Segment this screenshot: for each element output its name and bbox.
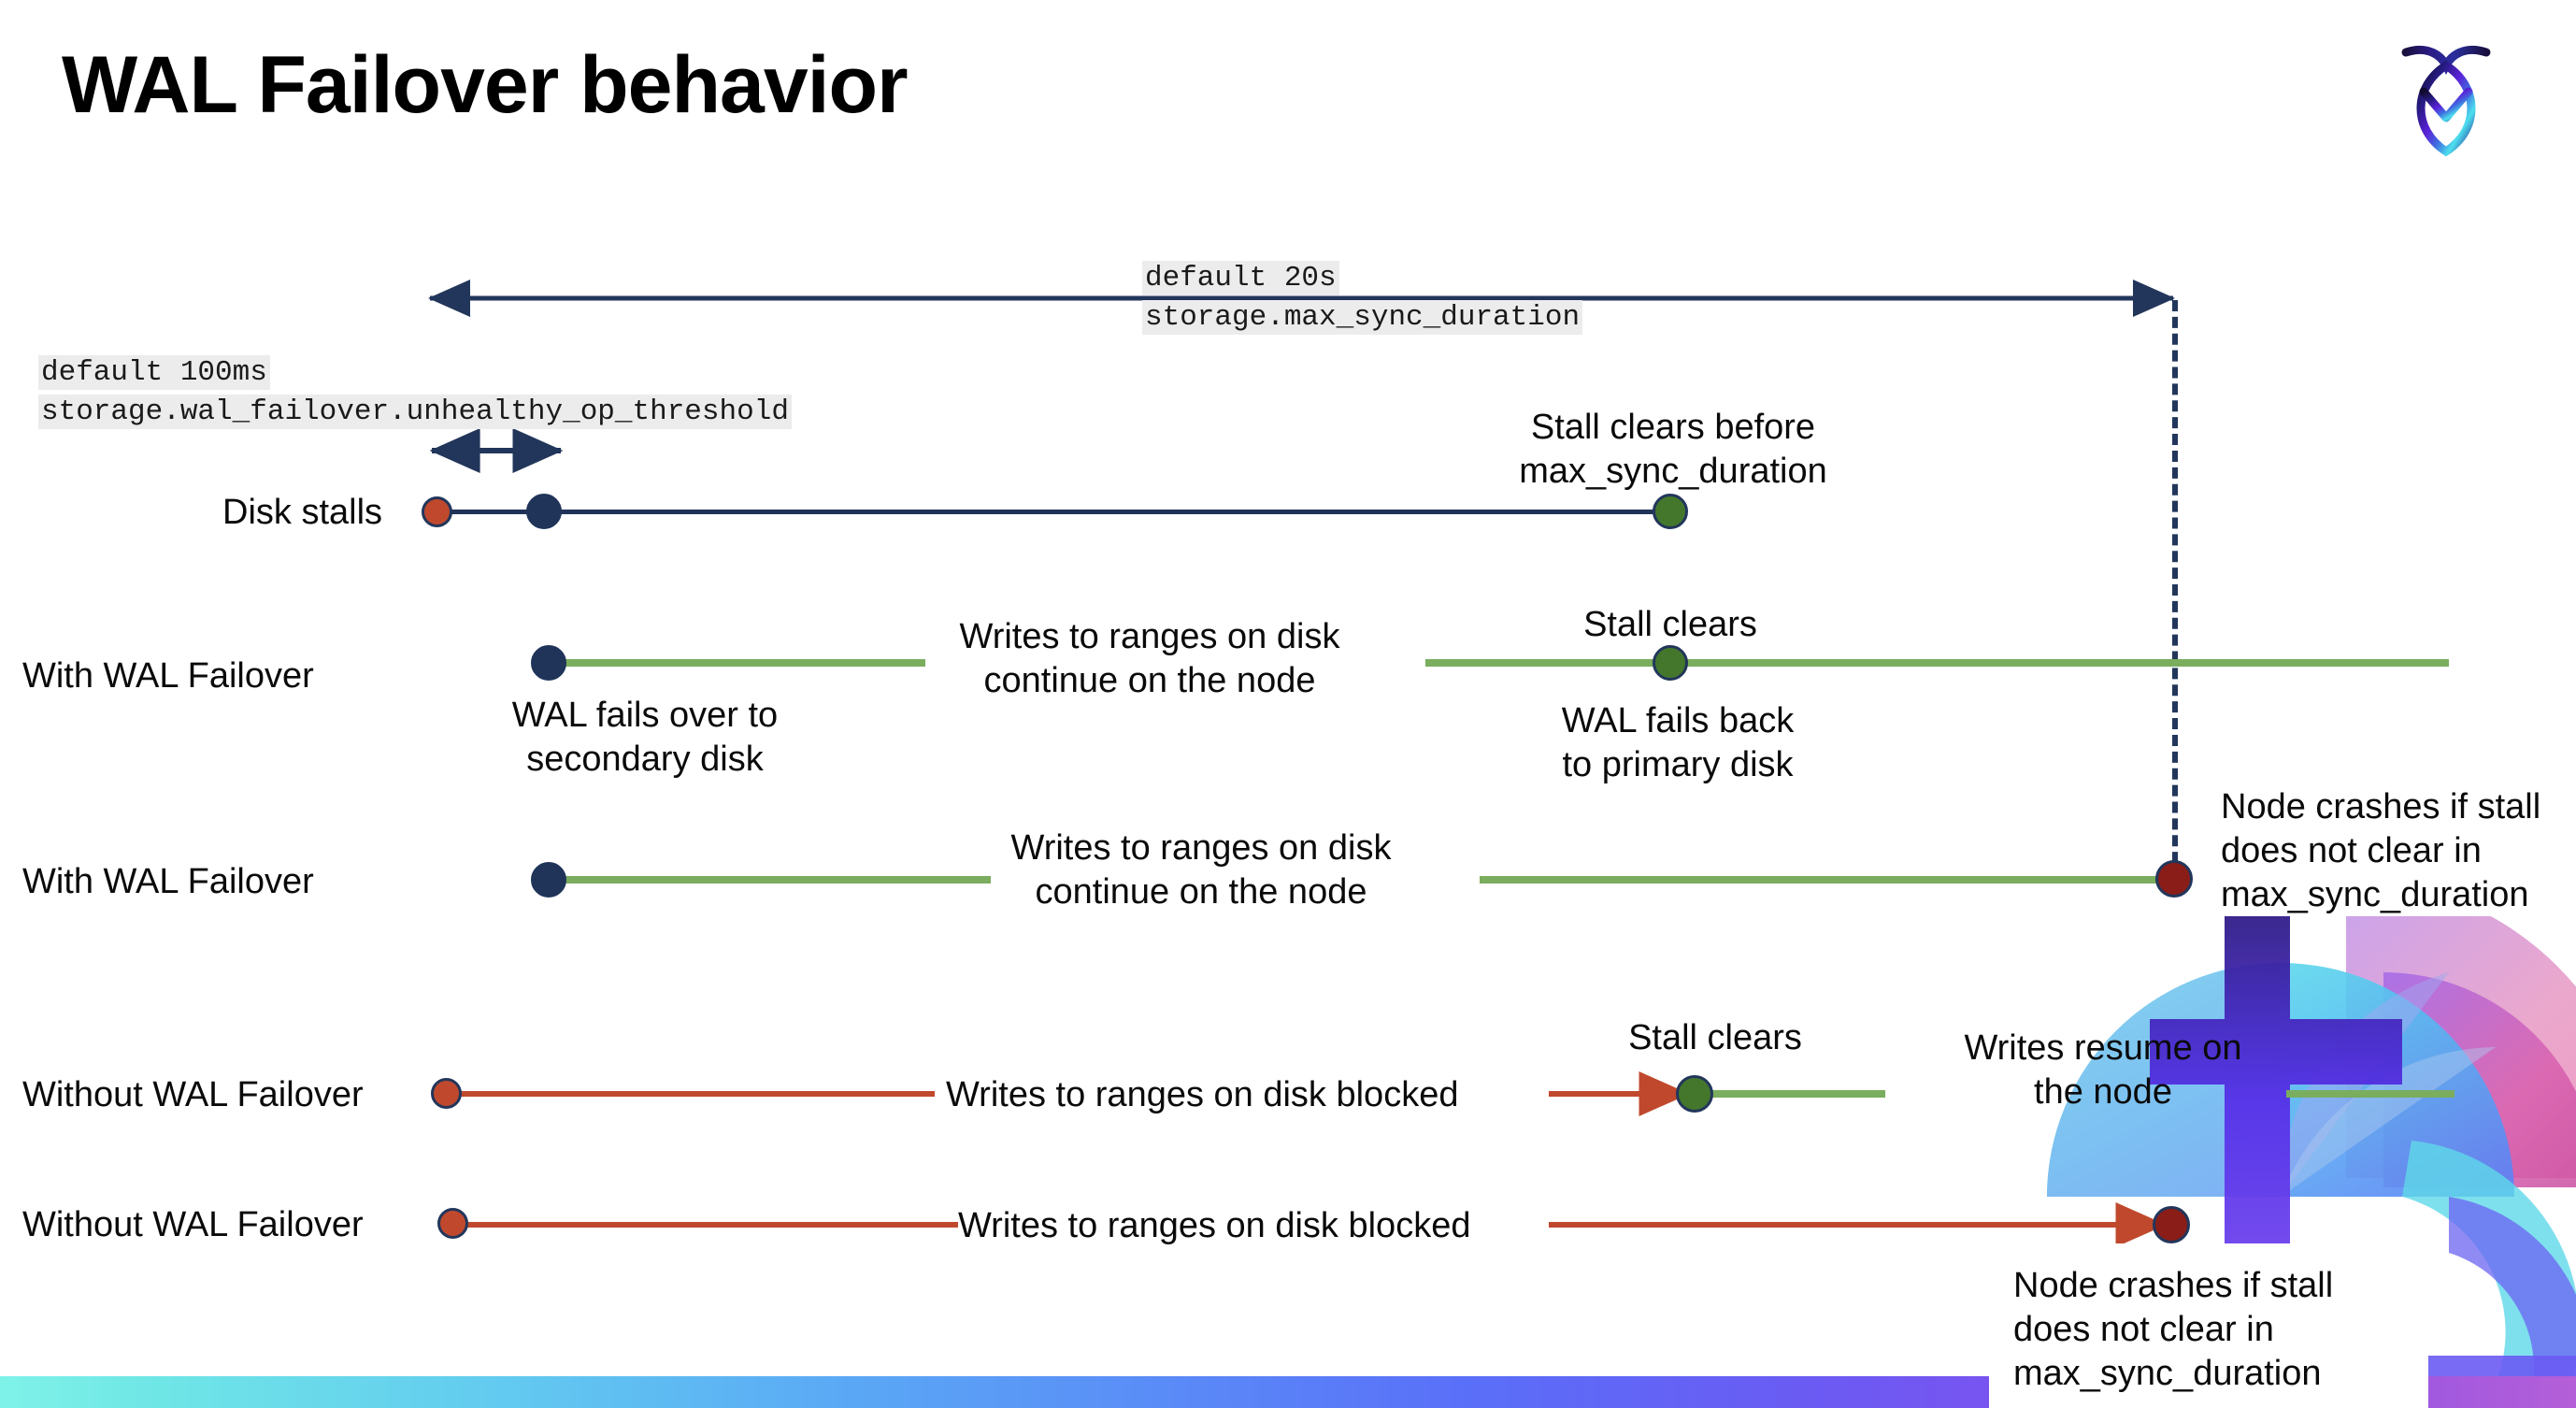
row-label-disk-stalls: Disk stalls [222, 493, 383, 532]
row-label-without-wal-failover-1: Without WAL Failover [22, 1075, 364, 1114]
row-label-without-wal-failover-2: Without WAL Failover [22, 1205, 364, 1244]
row5-orange-line-left [463, 1222, 958, 1228]
row4-green-line-right [2286, 1090, 2454, 1098]
row2-note-stall-clears: Stall clears [1583, 605, 1757, 644]
unhealthy-op-setting-label: storage.wal_failover.unhealthy_op_thresh… [38, 395, 792, 429]
row1-failover-dot [526, 494, 562, 529]
row2-green-line-right [1425, 659, 2449, 667]
row2-note-writes-continue: Writes to ranges on disk continue on the… [959, 617, 1340, 700]
row5-node-crash-dot [2153, 1206, 2190, 1243]
row1-navy-line [437, 510, 1678, 514]
row-label-with-wal-failover-2: With WAL Failover [22, 862, 314, 901]
row2-note-wal-fails-over: WAL fails over to secondary disk [511, 696, 779, 779]
row4-stall-start-dot [431, 1078, 462, 1109]
row4-orange-line-left [449, 1091, 935, 1097]
row3-green-line-left [547, 876, 991, 884]
row1-stall-start-dot [422, 496, 452, 527]
row2-note-wal-fails-back: WAL fails back to primary disk [1561, 701, 1795, 784]
row5-note-node-crashes: Node crashes if stall does not clear in … [2013, 1266, 2334, 1393]
row4-note-writes-blocked: Writes to ranges on disk blocked [946, 1075, 1459, 1114]
row3-note-node-crashes: Node crashes if stall does not clear in … [2221, 787, 2541, 914]
row2-stall-clears-dot [1653, 645, 1688, 681]
unhealthy-op-default-label: default 100ms [38, 355, 270, 390]
row5-stall-start-dot [437, 1208, 468, 1239]
max-sync-duration-dashed-line [2172, 300, 2178, 880]
row4-note-writes-resume: Writes resume on the node [1964, 1028, 2242, 1112]
row5-note-node-crashes-callout: Node crashes if stall does not clear in … [1989, 1243, 2428, 1408]
row1-stall-clears-dot [1653, 494, 1688, 529]
row3-failover-dot [531, 862, 566, 898]
row4-stall-clears-dot [1676, 1075, 1713, 1113]
row2-green-line-left [547, 659, 925, 667]
row-label-with-wal-failover-1: With WAL Failover [22, 656, 314, 696]
max-sync-duration-annotation: default 20s storage.max_sync_duration [1142, 259, 1583, 338]
row3-note-writes-continue: Writes to ranges on disk continue on the… [1010, 828, 1392, 912]
max-sync-default-label: default 20s [1142, 261, 1339, 295]
row5-note-writes-blocked: Writes to ranges on disk blocked [958, 1206, 1471, 1245]
max-sync-setting-label: storage.max_sync_duration [1142, 300, 1583, 335]
row3-node-crash-dot [2155, 860, 2193, 898]
page-title: WAL Failover behavior [62, 40, 909, 130]
row3-green-line-right [1480, 876, 2176, 884]
row2-failover-dot [531, 645, 566, 681]
row4-note-stall-clears: Stall clears [1628, 1018, 1802, 1057]
row4-green-line-mid [1703, 1090, 1885, 1098]
unhealthy-op-threshold-annotation: default 100ms storage.wal_failover.unhea… [38, 353, 792, 432]
row1-note-stall-clears-before: Stall clears before max_sync_duration [1519, 408, 1827, 491]
cockroachdb-logo-icon [2385, 28, 2507, 159]
